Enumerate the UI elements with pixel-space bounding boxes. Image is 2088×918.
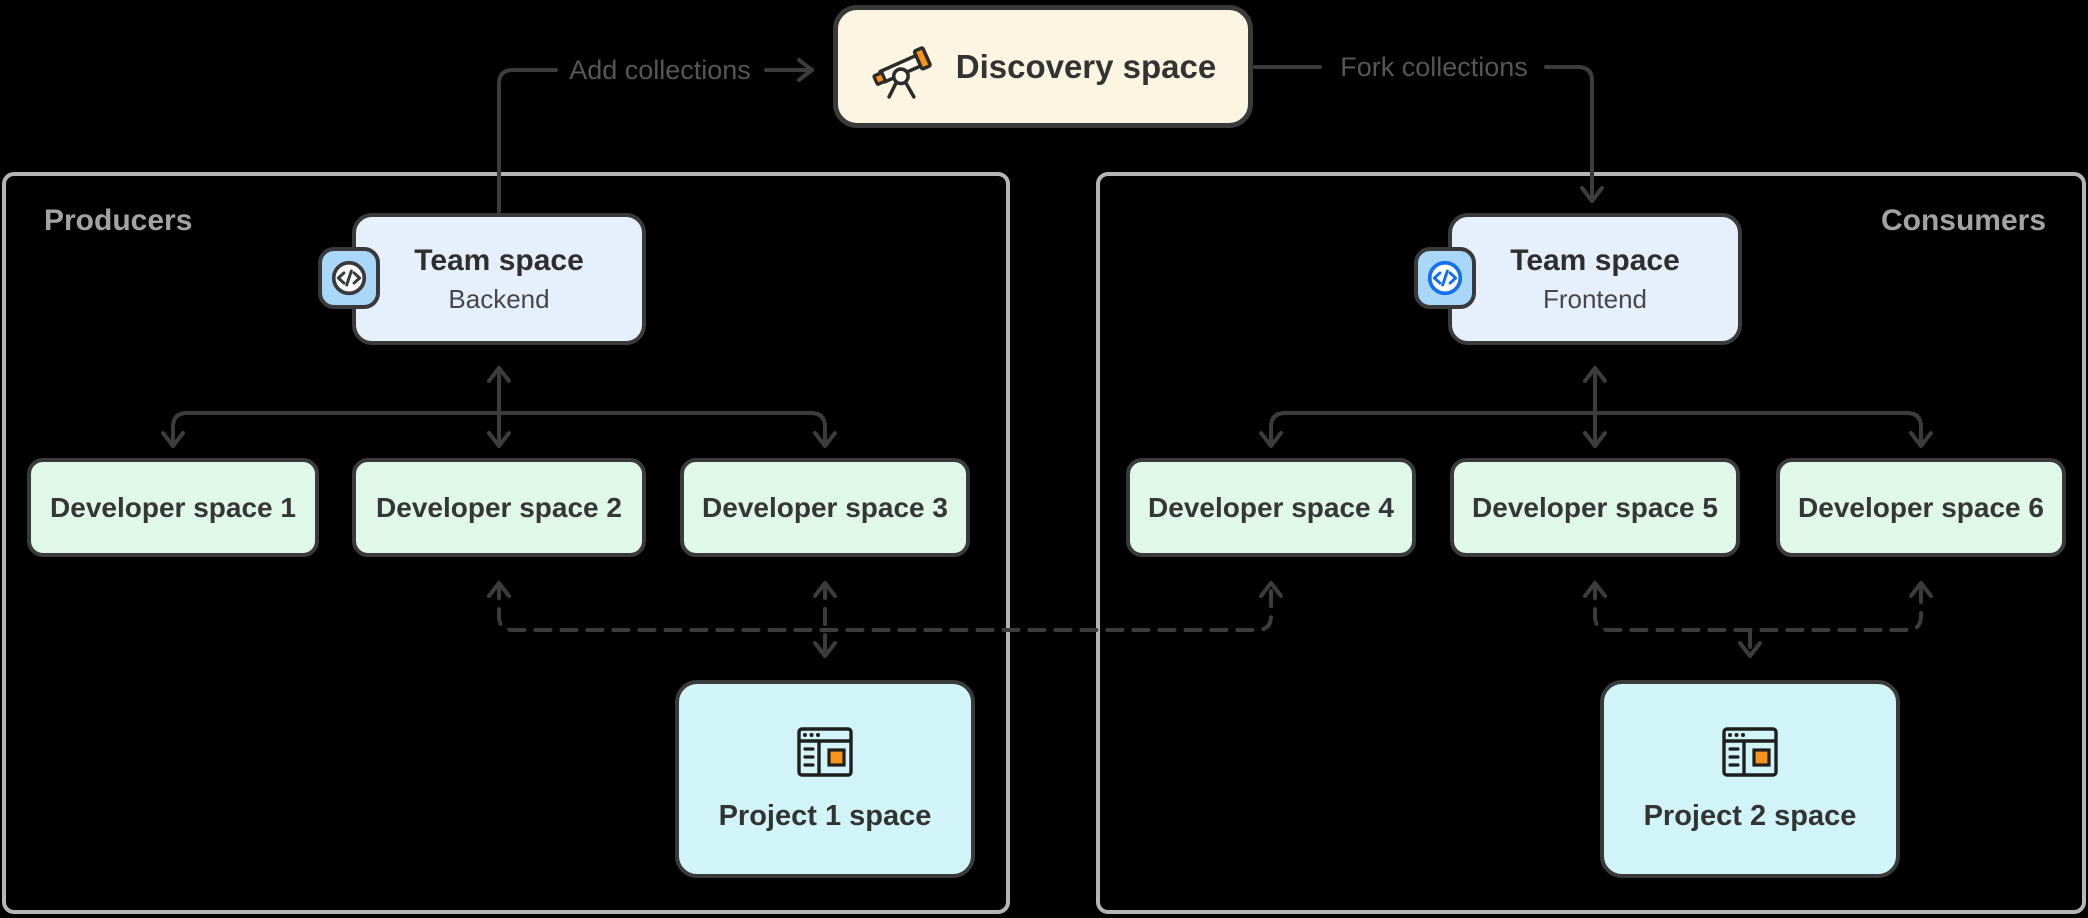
developer-space-2-label: Developer space 2 — [376, 491, 622, 523]
team-space-backend-node: Team space Backend — [352, 213, 646, 345]
telescope-icon — [872, 45, 932, 99]
team-space-frontend-title: Team space — [1510, 243, 1680, 277]
developer-space-6-label: Developer space 6 — [1798, 491, 2044, 523]
developer-space-6-node: Developer space 6 — [1776, 458, 2066, 557]
team-space-frontend-subtitle: Frontend — [1542, 283, 1648, 314]
producers-label: Producers — [44, 204, 193, 237]
team-space-frontend-node: Team space Frontend — [1448, 213, 1742, 345]
developer-space-3-label: Developer space 3 — [702, 491, 948, 523]
project-1-space-label: Project 1 space — [718, 799, 932, 832]
consumers-label: Consumers — [1880, 204, 2046, 237]
browser-window-icon — [1722, 726, 1778, 777]
developer-space-4-node: Developer space 4 — [1126, 458, 1416, 557]
developer-space-4-label: Developer space 4 — [1148, 491, 1394, 523]
code-api-badge-icon — [318, 247, 380, 309]
team-space-backend-title: Team space — [414, 243, 584, 277]
project-2-space-node: Project 2 space — [1600, 680, 1900, 878]
team-space-backend-subtitle: Backend — [448, 283, 550, 314]
developer-space-1-node: Developer space 1 — [27, 458, 319, 557]
developer-space-1-label: Developer space 1 — [50, 491, 296, 523]
discovery-space-label: Discovery space — [955, 47, 1217, 85]
discovery-space-node: Discovery space — [833, 5, 1253, 128]
code-circle-icon — [331, 260, 367, 296]
project-1-space-node: Project 1 space — [675, 680, 975, 878]
fork-collections-label: Fork collections — [1340, 52, 1528, 82]
developer-space-2-node: Developer space 2 — [352, 458, 646, 557]
developer-space-5-label: Developer space 5 — [1472, 491, 1718, 523]
code-circle-icon — [1427, 260, 1463, 296]
project-2-space-label: Project 2 space — [1643, 799, 1857, 832]
browser-window-icon — [797, 726, 853, 777]
developer-space-3-node: Developer space 3 — [680, 458, 970, 557]
add-collections-label: Add collections — [569, 55, 751, 85]
developer-space-5-node: Developer space 5 — [1450, 458, 1740, 557]
code-api-badge-icon — [1414, 247, 1476, 309]
